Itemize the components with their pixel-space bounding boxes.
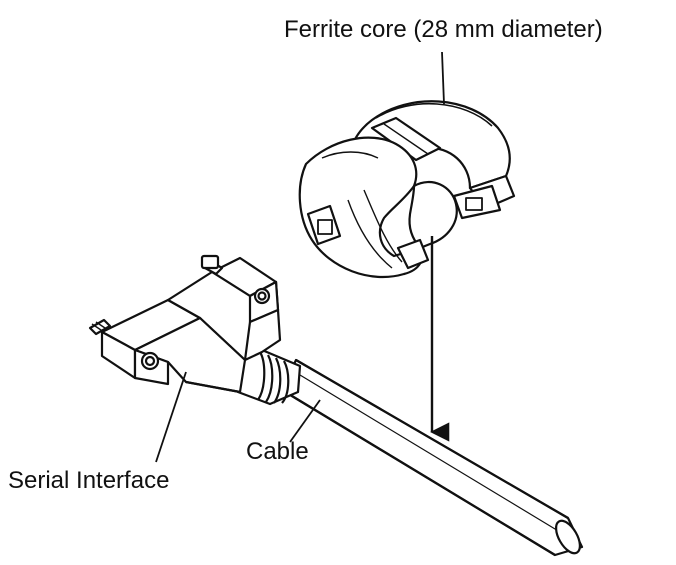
- cable-leader-line: [289, 399, 321, 443]
- ferrite-core-label: Ferrite core (28 mm diameter): [284, 16, 603, 43]
- serial-interface-label: Serial Interface: [8, 467, 170, 494]
- cable-label: Cable: [246, 438, 309, 465]
- ferrite-core: [298, 100, 516, 279]
- ferrite-leader-line: [441, 51, 445, 105]
- serial-leader-line: [155, 371, 187, 463]
- cable: [280, 358, 584, 557]
- cable-boot: [230, 348, 302, 406]
- serial-connector: [88, 254, 282, 394]
